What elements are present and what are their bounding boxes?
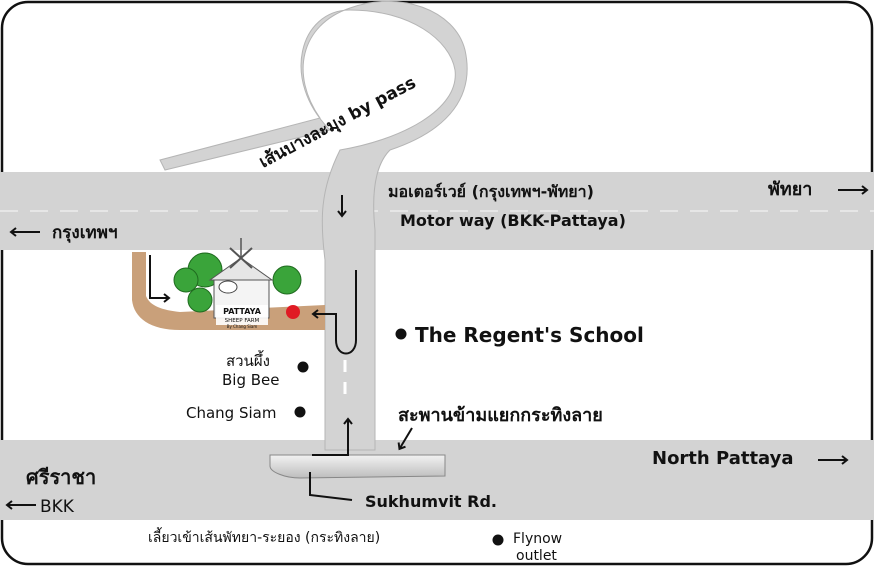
motorway-label-th: มอเตอร์เวย์ (กรุงเทพฯ-พัทยา) (388, 182, 594, 202)
farm-logo-line3: By Chang Siam (227, 324, 258, 329)
regent-school-label: The Regent's School (415, 323, 644, 347)
farm-logo-line1: PATTAYA (223, 307, 262, 316)
sukhumvit-label: Sukhumvit Rd. (365, 492, 497, 511)
farm-turn-arrow (149, 255, 171, 303)
bkk-label: BKK (40, 497, 75, 517)
destination-marker (286, 305, 300, 319)
bypass-road (159, 0, 468, 451)
sheep-icon (218, 280, 238, 294)
tree (187, 287, 213, 313)
big-bee-label-th: สวนผึ้ง (226, 350, 270, 370)
pattaya-label: พัทยา (768, 179, 812, 200)
farm-logo-line2: SHEEP FARM (225, 318, 260, 324)
big-bee-dot (297, 361, 309, 373)
motorway-label-en: Motor way (BKK-Pattaya) (400, 211, 626, 230)
north-pattaya-label: North Pattaya (652, 448, 794, 469)
bridge-overpass (269, 454, 446, 479)
bridge-label: สะพานข้ามแยกกระทิงลาย (398, 405, 603, 426)
tree (173, 267, 199, 293)
regent-school-dot (395, 328, 407, 340)
bangkok-label: กรุงเทพฯ (52, 223, 118, 243)
sheep-farm-logo: PATTAYA SHEEP FARM By Chang Siam (173, 238, 302, 329)
flynow-label-1: Flynow (513, 531, 562, 547)
sukhumvit-turn-up-arrow (312, 417, 353, 456)
sukhumvit-note: เลี้ยวเข้าเส้นพัทยา-ระยอง (กระทิงลาย) (148, 527, 380, 546)
chang-siam-label: Chang Siam (186, 404, 276, 422)
u-turn-path (311, 270, 357, 355)
sukhumvit-turn-line (309, 472, 353, 501)
flynow-dot (492, 534, 504, 546)
sriracha-label: ศรีราชา (26, 465, 96, 489)
tree (272, 265, 302, 295)
sukhumvit-road (0, 440, 874, 520)
big-bee-label-en: Big Bee (222, 371, 280, 389)
flynow-label-2: outlet (516, 548, 557, 564)
farm-access-road (132, 252, 325, 330)
bridge-pointer-arrow (397, 427, 413, 451)
chang-siam-dot (294, 406, 306, 418)
